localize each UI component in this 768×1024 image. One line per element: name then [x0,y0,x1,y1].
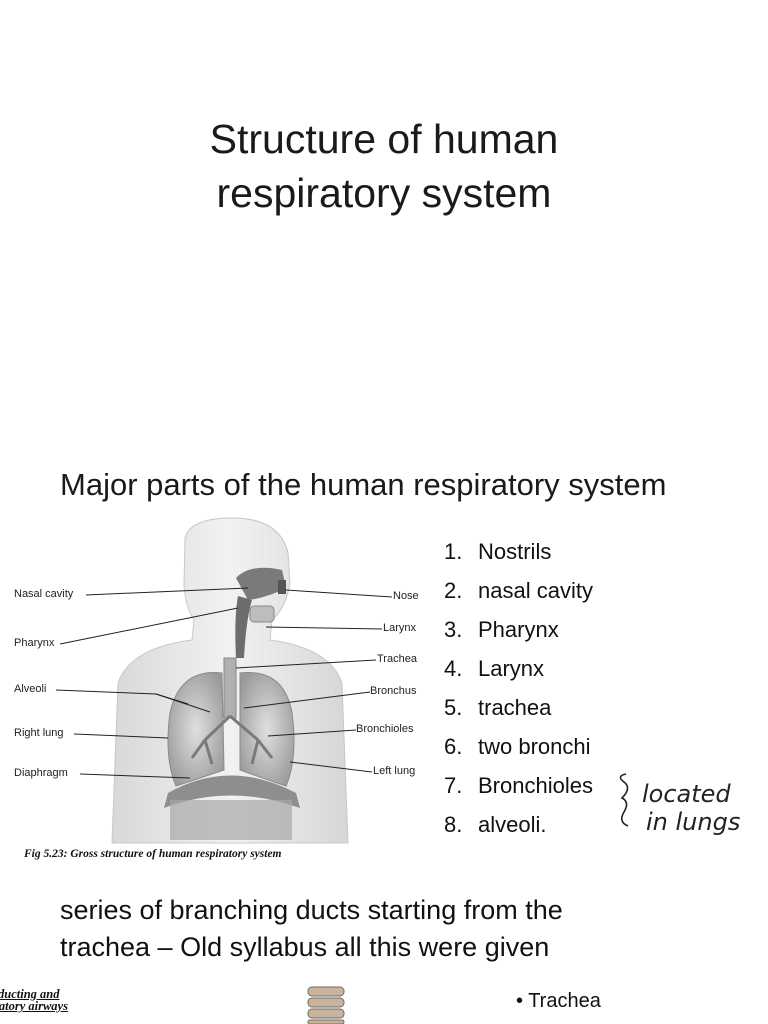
leader-trachea [235,659,377,669]
list-item-text: Bronchioles [478,773,593,798]
slide-title-line-2: respiratory system [216,170,552,216]
paragraph-line-2: trachea – Old syllabus all this were giv… [60,932,550,962]
list-item: 5. trachea [444,688,593,727]
label-right-lung: Right lung [14,727,64,739]
label-bronchus: Bronchus [370,685,417,697]
label-trachea: Trachea [377,653,417,665]
list-item-number: 8. [444,812,463,837]
leader-nasal-cavity [85,587,249,596]
list-item: 4. Larynx [444,649,593,688]
handwritten-brace [619,773,629,827]
respiratory-system-figure: Nasal cavity Pharynx Alveoli Right lung … [0,508,444,868]
abdomen-shade [170,800,292,840]
list-item-number: 6. [444,734,463,759]
list-item: 2. nasal cavity [444,571,593,610]
list-item-number: 7. [444,773,463,798]
airways-label: ducting and ratory airways [0,987,68,1013]
leader-pharynx [59,607,239,645]
list-item-text: Nostrils [478,539,552,564]
trachea-shape [223,657,237,719]
figure-caption: Fig 5.23: Gross structure of human respi… [24,848,282,860]
list-item-number: 4. [444,656,463,681]
handwritten-note-line-1: located [642,780,731,808]
list-item: 7. Bronchioles [444,766,593,805]
leader-alveoli-c [155,693,211,713]
list-item-number: 2. [444,578,463,603]
airways-label-line-2: ratory airways [0,999,68,1013]
diaphragm-shape [164,775,300,808]
handwritten-note-line-2: in lungs [646,808,740,836]
section-heading: Major parts of the human respiratory sys… [60,467,667,502]
leader-bronchioles [267,729,357,737]
label-pharynx: Pharynx [14,637,55,649]
handwritten-note: located in lungs [619,773,740,836]
list-item-text: Pharynx [478,617,559,642]
leader-larynx [265,626,383,630]
body-paragraph: series of branching ducts starting from … [60,892,750,966]
paragraph-line-1: series of branching ducts starting from … [60,895,563,925]
label-alveoli: Alveoli [14,683,47,695]
leader-alveoli-a [55,689,157,695]
label-bronchioles: Bronchioles [356,723,414,735]
leader-left-lung [289,761,373,773]
bronchi-shape [190,714,274,765]
list-item: 3. Pharynx [444,610,593,649]
list-item-text: nasal cavity [478,578,593,603]
nose-marker [278,580,286,594]
list-item: 1. Nostrils [444,532,593,571]
leader-diaphragm [79,773,191,779]
label-larynx: Larynx [383,622,417,634]
bullet-trachea: • Trachea [516,990,601,1012]
airways-label-line-1: ducting and [0,987,60,1001]
leader-bronchus [243,691,371,709]
label-left-lung: Left lung [373,765,416,777]
list-item-text: two bronchi [478,734,591,759]
list-item-number: 1. [444,539,463,564]
list-item: 6. two bronchi [444,727,593,766]
list-item-text: alveoli. [478,812,547,837]
list-item-number: 3. [444,617,463,642]
leader-right-lung [73,733,169,739]
label-diaphragm: Diaphragm [14,767,68,779]
larynx-marker [249,605,275,623]
list-item: 8. alveoli. [444,805,593,844]
trachea-rings-icon [307,986,345,1024]
pharynx-shape [235,596,252,658]
list-item-number: 5. [444,695,463,720]
slide-title-line-1: Structure of human [209,116,559,162]
list-item-text: Larynx [478,656,545,681]
slide-title: Structure of human respiratory system [0,112,768,220]
nasal-cavity-shape [236,567,286,600]
list-item-text: trachea [478,695,552,720]
leader-nose [285,589,393,598]
respiratory-system-diagram [55,517,393,844]
label-nose: Nose [393,590,419,602]
label-nasal-cavity: Nasal cavity [14,588,74,600]
parts-list: 1. Nostrils 2. nasal cavity 3. Pharynx 4. La… [444,532,593,844]
